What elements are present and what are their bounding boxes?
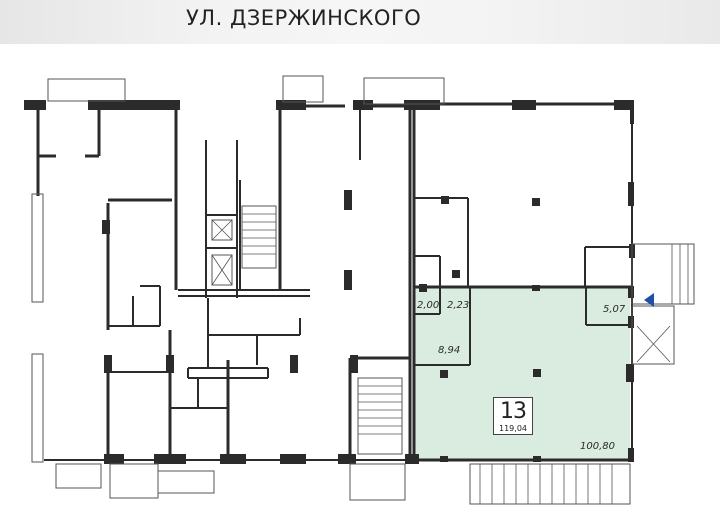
entrance-arrow-icon bbox=[644, 293, 654, 307]
unit-13-label[interactable]: 13 119,04 bbox=[493, 397, 533, 435]
unit-number: 13 bbox=[500, 399, 527, 424]
stairs-icon bbox=[242, 213, 689, 504]
area-label-wc-2: 2,23 bbox=[447, 300, 470, 311]
area-label-main: 100,80 bbox=[580, 441, 615, 452]
street-banner: УЛ. ДЗЕРЖИНСКОГО bbox=[0, 0, 720, 44]
unit-total-area: 119,04 bbox=[499, 424, 527, 433]
area-label-vestibule: 5,07 bbox=[603, 304, 626, 315]
area-label-wc-1: 2,00 bbox=[417, 300, 440, 311]
elevator-icon bbox=[211, 219, 671, 363]
street-title: УЛ. ДЗЕРЖИНСКОГО bbox=[186, 6, 422, 30]
area-label-storage: 8,94 bbox=[438, 345, 461, 356]
